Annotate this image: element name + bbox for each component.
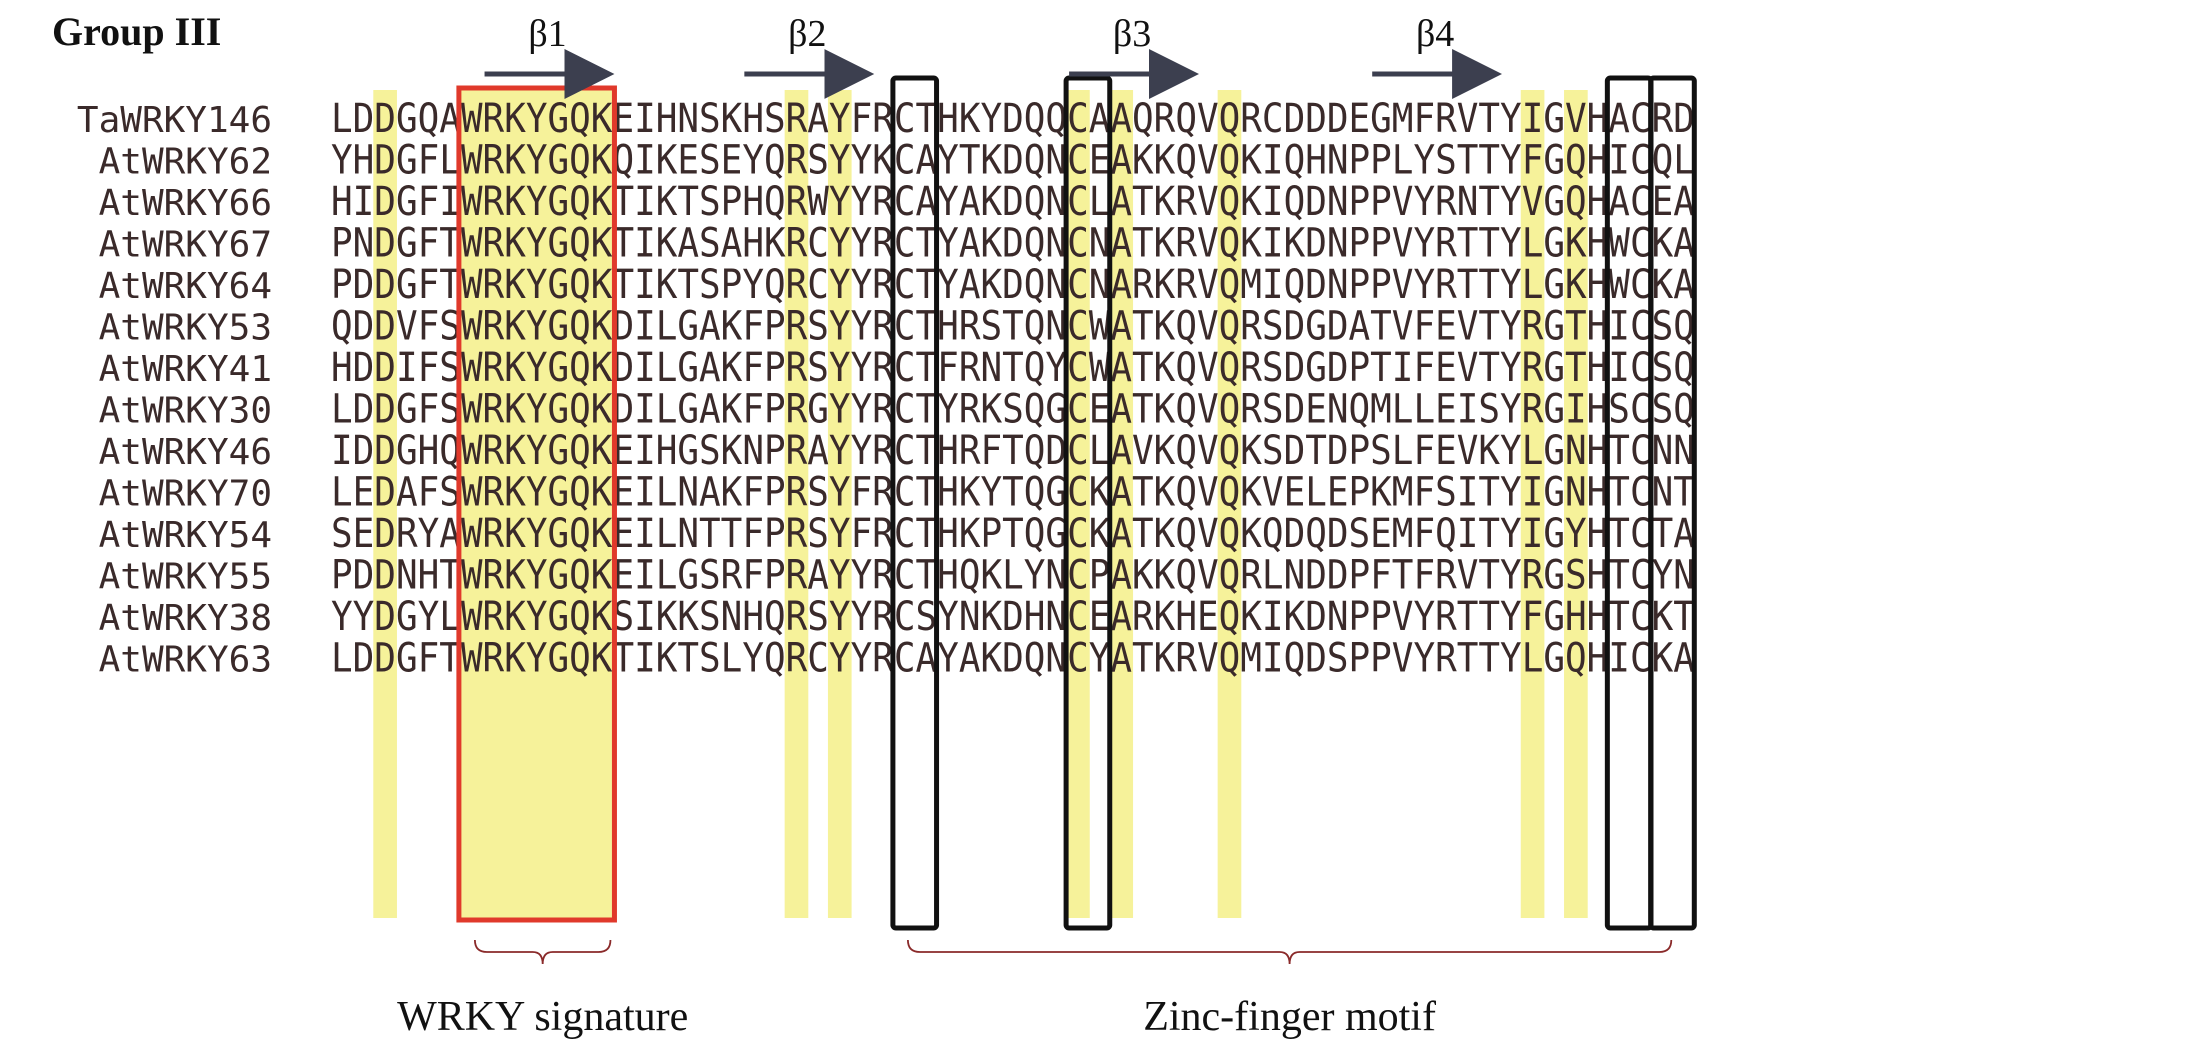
- sequence-name: TaWRKY146: [77, 100, 272, 141]
- motif-bracket: [474, 939, 612, 965]
- sequence-residues: LDDGQAWRKYGQKEIHNSKHSRAYFRCTHKYDQQCAAQRQ…: [331, 96, 1695, 682]
- motif-label: Zinc-finger motif: [1143, 994, 1436, 1040]
- conserved-residue-highlights: [373, 90, 1588, 918]
- sequence-name: AtWRKY30: [99, 391, 272, 432]
- sequence-row: HIDGFIWRKYGQKTIKTSPHQRWYYRCAYAKDQNCLATKR…: [331, 179, 1695, 225]
- sequence-name: AtWRKY64: [99, 266, 272, 307]
- sequence-row: LEDAFSWRKYGQKEILNAKFPRSYFRCTHKYTQGCKATKQ…: [331, 470, 1695, 516]
- sequence-row: IDDGHQWRKYGQKEIHGSKNPRAYYRCTHRFTQDCLAVKQ…: [331, 428, 1695, 474]
- conserved-column-highlight: [1109, 90, 1134, 918]
- sequence-name: AtWRKY70: [99, 474, 272, 515]
- beta-strand-arrows: β1 β2 β3 β4: [484, 13, 1503, 99]
- conserved-column-highlight: [1564, 90, 1588, 918]
- sequence-row: SEDRYAWRKYGQKEILNTTFPRSYFRCTHKPTQGCKATKQ…: [331, 511, 1695, 557]
- sequence-name: AtWRKY55: [99, 557, 272, 598]
- conserved-column-highlight: [373, 90, 397, 918]
- conserved-column-highlight: [1217, 90, 1242, 918]
- sequence-row: QDDVFSWRKYGQKDILGAKFPRSYYRCTHRSTQNCWATKQ…: [331, 304, 1695, 350]
- signature-highlight: [460, 90, 613, 918]
- wrky-signature-box: [456, 85, 617, 923]
- sequence-name: AtWRKY62: [99, 142, 272, 183]
- zinc-finger-residue-box: [1648, 75, 1697, 931]
- sequence-name: AtWRKY38: [99, 598, 272, 639]
- beta-strand-label: β4: [1416, 13, 1454, 55]
- sequence-name: AtWRKY67: [99, 225, 272, 266]
- sequence-name: AtWRKY54: [99, 515, 272, 556]
- sequence-name: AtWRKY66: [99, 183, 272, 224]
- group-label: Group III: [52, 9, 221, 54]
- beta-strand-label: β1: [528, 13, 566, 55]
- motif-annotations: WRKY signature Zinc-finger motif: [397, 939, 1673, 1040]
- sequence-names: TaWRKY146AtWRKY62AtWRKY66AtWRKY67AtWRKY6…: [77, 100, 272, 681]
- sequence-row: YHDGFLWRKYGQKQIKESEYQRSYYKCAYTKDQNCEAKKQ…: [331, 138, 1695, 184]
- conserved-column-highlight: [827, 90, 852, 918]
- sequence-name: AtWRKY41: [99, 349, 272, 390]
- sequence-name: AtWRKY63: [99, 640, 272, 681]
- motif-label: WRKY signature: [397, 994, 688, 1040]
- motif-boxes: [456, 75, 1697, 931]
- conserved-column-highlight: [1520, 90, 1545, 918]
- sequence-row: YYDGYLWRKYGQKSIKKSNHQRSYYRCSYNKDHNCEARKH…: [331, 594, 1695, 640]
- sequence-row: LDDGQAWRKYGQKEIHNSKHSRAYFRCTHKYDQQCAAQRQ…: [331, 96, 1695, 142]
- beta-strand-label: β2: [788, 13, 826, 55]
- sequence-row: PDDNHTWRKYGQKEILGSRFPRAYYRCTHQKLYNCPAKKQ…: [331, 553, 1695, 599]
- zinc-finger-residue-box: [1063, 75, 1113, 931]
- sequence-row: LDDGFSWRKYGQKDILGAKFPRGYYRCTYRKSQGCEATKQ…: [331, 387, 1695, 433]
- zinc-finger-residue-box: [890, 75, 940, 931]
- motif-bracket: [907, 939, 1673, 965]
- sequence-row: PNDGFTWRKYGQKTIKASAHKRCYYRCTYAKDQNCNATKR…: [331, 221, 1695, 267]
- sequence-name: AtWRKY53: [99, 308, 272, 349]
- conserved-column-highlight: [784, 90, 809, 918]
- beta-strand-label: β3: [1113, 13, 1151, 55]
- sequence-row: PDDGFTWRKYGQKTIKTSPYQRCYYRCTYAKDQNCNARKR…: [331, 262, 1695, 308]
- conserved-column-highlight: [1066, 90, 1090, 918]
- sequence-name: AtWRKY46: [99, 432, 272, 473]
- sequence-row: LDDGFTWRKYGQKTIKTSLYQRCYYRCAYAKDQNCYATKR…: [331, 636, 1695, 682]
- sequence-row: HDDIFSWRKYGQKDILGAKFPRSYYRCTFRNTQYCWATKQ…: [331, 345, 1695, 391]
